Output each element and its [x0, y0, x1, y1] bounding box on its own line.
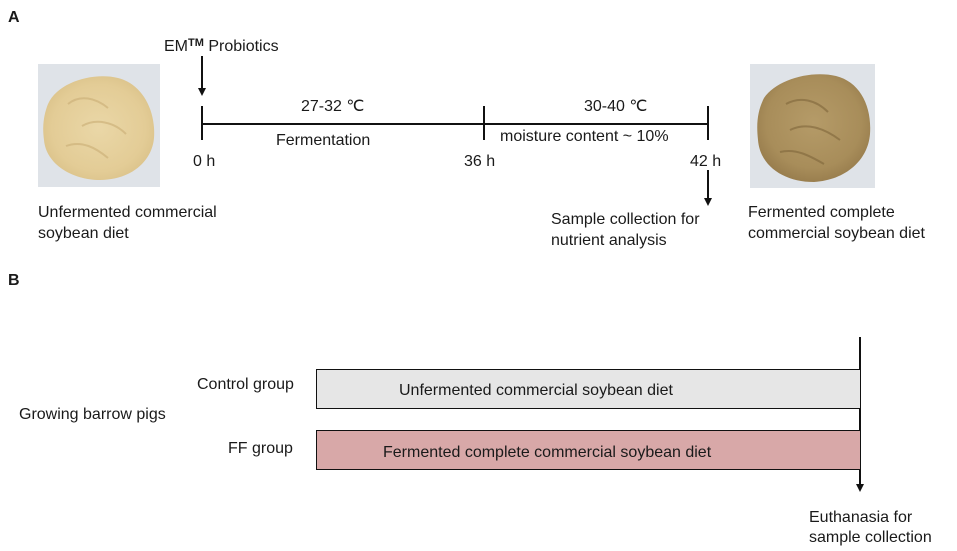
control-group-diet: Unfermented commercial soybean diet — [399, 382, 673, 399]
probiotics-suffix: Probiotics — [203, 38, 279, 55]
fermented-feed-pile — [757, 74, 871, 182]
sample-collection-line1: Sample collection for — [551, 211, 700, 228]
panel-label-b: B — [8, 272, 20, 289]
left-caption-line2: soybean diet — [38, 225, 129, 242]
subjects-label: Growing barrow pigs — [19, 406, 166, 423]
stage2-label: moisture content ~ 10% — [500, 128, 669, 145]
control-group-bar: Unfermented commercial soybean diet — [316, 369, 861, 409]
probiotics-label: EMTM Probiotics — [164, 34, 279, 56]
unfermented-feed-photo — [38, 64, 160, 187]
ff-group-label: FF group — [228, 440, 293, 457]
probiotics-em: EM — [164, 38, 188, 55]
right-caption-line2: commercial soybean diet — [748, 225, 925, 242]
left-caption-line1: Unfermented commercial — [38, 204, 217, 221]
control-group-label: Control group — [197, 376, 294, 393]
sample-collection-line2: nutrient analysis — [551, 232, 667, 249]
stage1-label: Fermentation — [276, 132, 371, 149]
time-36h: 36 h — [464, 153, 496, 170]
ff-group-diet: Fermented complete commercial soybean di… — [383, 444, 712, 461]
unfermented-feed-pile — [43, 76, 155, 180]
panel-label-a: A — [8, 9, 20, 26]
endpoint-line2: sample collection — [809, 529, 932, 546]
time-42h: 42 h — [690, 153, 722, 170]
endpoint-line1: Euthanasia for — [809, 509, 913, 526]
ff-group-bar: Fermented complete commercial soybean di… — [316, 430, 861, 470]
stage1-temperature: 27-32 ℃ — [301, 98, 365, 115]
right-caption-line1: Fermented complete — [748, 204, 895, 221]
time-0h: 0 h — [193, 153, 216, 170]
stage2-temperature: 30-40 ℃ — [584, 98, 648, 115]
fermented-feed-photo — [750, 64, 875, 188]
probiotics-tm: TM — [188, 37, 204, 49]
